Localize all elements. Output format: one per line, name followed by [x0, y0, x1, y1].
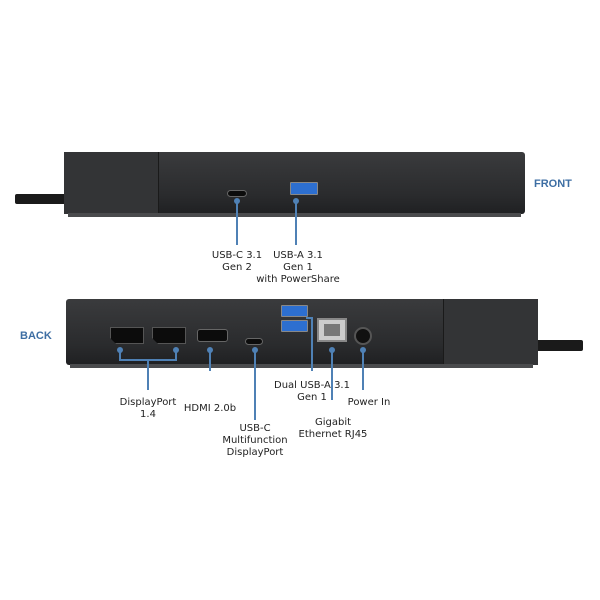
displayport-2 — [152, 327, 186, 344]
label-front-usb-c: USB-C 3.1 Gen 2 — [211, 250, 263, 273]
usb-a-port-2 — [281, 320, 308, 332]
label-displayport: DisplayPort 1.4 — [119, 397, 177, 420]
front-usb-a-port — [290, 182, 318, 195]
front-usb-c-port — [227, 190, 247, 197]
label-front-usb-a: USB-A 3.1 Gen 1 with PowerShare — [256, 250, 340, 285]
callout-line — [119, 350, 121, 361]
label-power: Power In — [347, 397, 391, 408]
back-cable — [535, 340, 583, 351]
hdmi-port — [197, 329, 228, 342]
ethernet-port — [317, 318, 347, 342]
front-cable — [15, 194, 67, 204]
callout-line — [306, 317, 313, 319]
callout-line — [311, 317, 313, 371]
callout-line — [362, 350, 364, 390]
callout-line — [331, 350, 333, 400]
label-back-usb-c: USB-C Multifunction DisplayPort — [222, 423, 288, 458]
callout-line — [209, 350, 211, 371]
callout-line — [295, 201, 297, 245]
front-left-segment — [64, 152, 159, 214]
displayport-1 — [110, 327, 144, 344]
label-back-usb-a: Dual USB-A 3.1 Gen 1 — [274, 380, 350, 403]
back-usb-c-port — [245, 338, 263, 345]
back-base — [70, 364, 533, 368]
back-heading: BACK — [20, 330, 52, 342]
callout-line — [147, 360, 149, 390]
label-ethernet: Gigabit Ethernet RJ45 — [298, 417, 368, 440]
front-base — [68, 213, 521, 217]
callout-line — [175, 350, 177, 361]
power-port — [354, 327, 372, 345]
callout-line — [254, 350, 256, 420]
usb-a-port-1 — [281, 305, 308, 317]
back-right-segment — [443, 299, 538, 365]
callout-line — [236, 201, 238, 245]
label-hdmi: HDMI 2.0b — [183, 403, 237, 414]
front-heading: FRONT — [534, 178, 572, 190]
